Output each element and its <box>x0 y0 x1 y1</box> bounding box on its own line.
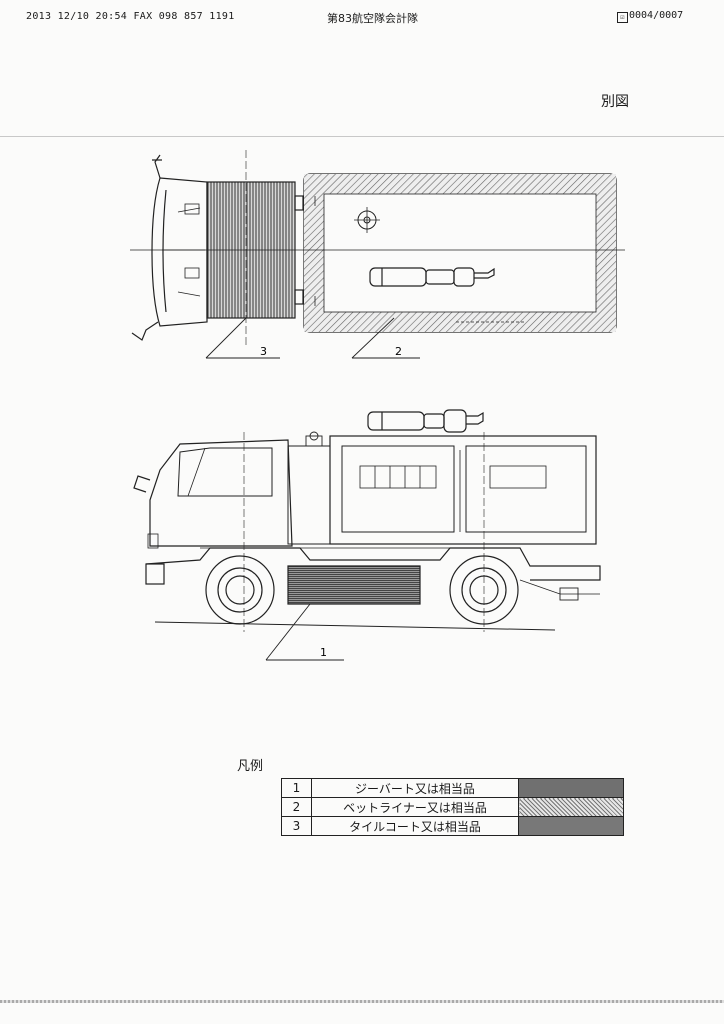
legend-number: 2 <box>281 797 312 817</box>
fax-transmission-info: 2013 12/10 20:54 FAX 098 857 1191 <box>26 11 235 22</box>
legend-swatch-tilecoat <box>518 816 624 836</box>
legend-title: 凡例 <box>237 759 264 774</box>
side-roof-tank <box>367 409 484 433</box>
vehicle-drawing: 3 2 <box>130 150 625 661</box>
callout-label-3: 3 <box>260 345 267 358</box>
top-view-cab <box>151 177 208 327</box>
top-bedliner-area <box>304 174 616 332</box>
top-mirror-upper <box>152 154 162 179</box>
fax-page-box-icon: ☑ <box>617 12 628 23</box>
legend-material-name: タイルコート又は相当品 <box>311 816 519 836</box>
fax-page-number: ☑0004/0007 <box>617 10 683 23</box>
side-view <box>133 409 601 661</box>
legend-material-name: ベットライナー又は相当品 <box>311 797 519 817</box>
legend-row: 1 ジーバート又は相当品 <box>281 778 624 798</box>
page-divider <box>0 136 724 137</box>
side-mirror <box>133 475 151 493</box>
fax-page-count: 0004/0007 <box>629 10 684 21</box>
callout-label-2: 2 <box>395 345 402 358</box>
top-mirror-lower <box>131 321 159 341</box>
legend-material-name: ジーバート又は相当品 <box>311 778 519 798</box>
fax-sender-name: 第83航空隊会計隊 <box>327 12 418 25</box>
callout-label-1: 1 <box>320 646 327 659</box>
side-zbart-area <box>287 565 421 605</box>
fax-bottom-edge <box>0 1000 724 1003</box>
fax-header: 2013 12/10 20:54 FAX 098 857 1191 第83航空隊… <box>0 0 724 30</box>
top-tank <box>369 267 495 287</box>
legend-row: 3 タイルコート又は相当品 <box>281 816 624 836</box>
top-view-body <box>303 173 617 333</box>
top-view <box>130 150 625 359</box>
legend-swatch-zbart <box>518 778 624 798</box>
attachment-label: 別図 <box>601 94 629 110</box>
legend-table: 1 ジーバート又は相当品 2 ベットライナー又は相当品 3 タイルコート又は相当… <box>281 778 624 836</box>
legend-number: 3 <box>281 816 312 836</box>
legend-number: 1 <box>281 778 312 798</box>
side-view-cab <box>149 439 293 547</box>
side-view-body <box>329 435 597 545</box>
front-wheel <box>205 555 275 625</box>
legend-swatch-bedliner <box>518 797 624 817</box>
legend-row: 2 ベットライナー又は相当品 <box>281 797 624 817</box>
